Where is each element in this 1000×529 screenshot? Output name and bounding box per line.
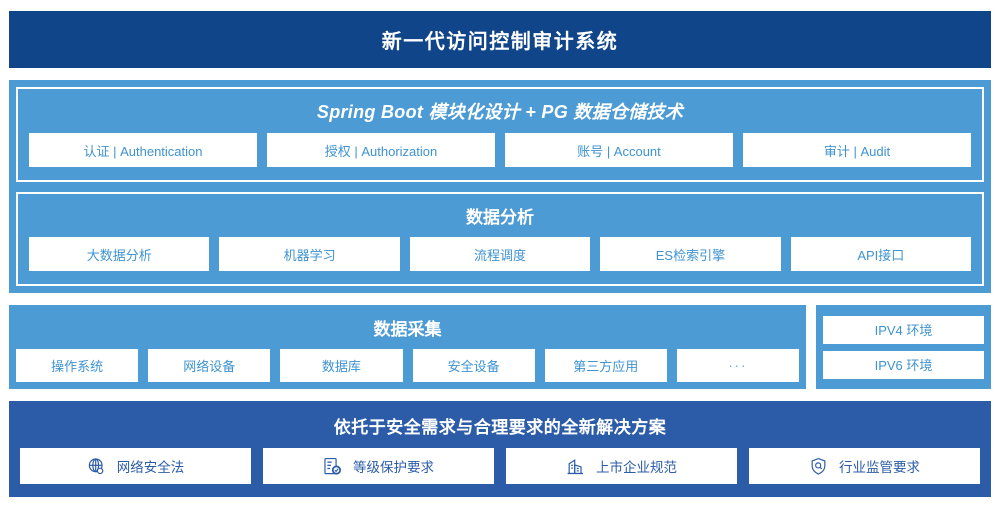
card-more[interactable]: ··· <box>676 349 800 382</box>
header-banner: 新一代访问控制审计系统 <box>9 11 991 68</box>
card-es-search-engine[interactable]: ES检索引擎 <box>600 237 781 271</box>
card-listed-enterprise-standard-label: 上市企业规范 <box>596 460 677 475</box>
card-audit[interactable]: 审计 | Audit <box>743 133 971 167</box>
spring-boot-group-title: Spring Boot 模块化设计 + PG 数据仓储技术 <box>316 102 684 122</box>
data-collection-title: 数据采集 <box>373 320 442 339</box>
card-classified-protection[interactable]: 等级保护要求 <box>263 448 494 484</box>
card-machine-learning[interactable]: 机器学习 <box>219 237 400 271</box>
globe-icon <box>87 457 106 476</box>
compliance-card-row: 网络安全法 等级保护要求 <box>20 448 980 484</box>
card-classified-protection-label: 等级保护要求 <box>353 460 434 475</box>
data-analysis-group-title: 数据分析 <box>466 208 534 227</box>
card-operating-system[interactable]: 操作系统 <box>16 349 139 382</box>
card-database[interactable]: 数据库 <box>280 349 403 382</box>
card-network-device[interactable]: 网络设备 <box>148 349 271 382</box>
collection-row: 数据采集 操作系统 网络设备 数据库 安全设备 第三方应用 ··· IPV4 环… <box>9 305 991 389</box>
spring-boot-card-row: 认证 | Authentication 授权 | Authorization 账… <box>29 133 971 167</box>
data-collection-card-row: 操作系统 网络设备 数据库 安全设备 第三方应用 ··· <box>16 349 800 382</box>
data-collection-panel: 数据采集 操作系统 网络设备 数据库 安全设备 第三方应用 ··· <box>9 305 806 389</box>
card-account[interactable]: 账号 | Account <box>505 133 733 167</box>
ip-environment-panel: IPV4 环境 IPV6 环境 <box>816 305 991 389</box>
spring-boot-group: Spring Boot 模块化设计 + PG 数据仓储技术 认证 | Authe… <box>16 87 984 182</box>
card-security-device[interactable]: 安全设备 <box>412 349 535 382</box>
shield-search-icon <box>809 457 828 476</box>
card-listed-enterprise-standard[interactable]: 上市企业规范 <box>506 448 737 484</box>
card-third-party-application[interactable]: 第三方应用 <box>544 349 667 382</box>
card-big-data-analysis[interactable]: 大数据分析 <box>29 237 210 271</box>
page-title: 新一代访问控制审计系统 <box>381 31 619 53</box>
card-ipv4-environment[interactable]: IPV4 环境 <box>823 315 984 344</box>
building-icon <box>566 457 585 476</box>
document-check-icon <box>323 457 342 476</box>
card-industry-regulation-label: 行业监管要求 <box>839 460 920 475</box>
card-industry-regulation[interactable]: 行业监管要求 <box>749 448 980 484</box>
card-cybersecurity-law-label: 网络安全法 <box>116 460 185 475</box>
compliance-banner: 依托于安全需求与合理要求的全新解决方案 网络安全法 <box>9 401 991 497</box>
compliance-banner-title: 依托于安全需求与合理要求的全新解决方案 <box>333 418 667 437</box>
card-authentication[interactable]: 认证 | Authentication <box>29 133 257 167</box>
card-api-interface[interactable]: API接口 <box>790 237 972 271</box>
card-authorization[interactable]: 授权 | Authorization <box>267 133 495 167</box>
card-ipv6-environment[interactable]: IPV6 环境 <box>823 350 984 379</box>
data-analysis-card-row: 大数据分析 机器学习 流程调度 ES检索引擎 API接口 <box>29 237 972 271</box>
platform-panel: Spring Boot 模块化设计 + PG 数据仓储技术 认证 | Authe… <box>9 80 991 293</box>
card-cybersecurity-law[interactable]: 网络安全法 <box>20 448 251 484</box>
card-process-scheduling[interactable]: 流程调度 <box>409 237 591 271</box>
data-analysis-group: 数据分析 大数据分析 机器学习 流程调度 ES检索引擎 API接口 <box>16 192 984 286</box>
